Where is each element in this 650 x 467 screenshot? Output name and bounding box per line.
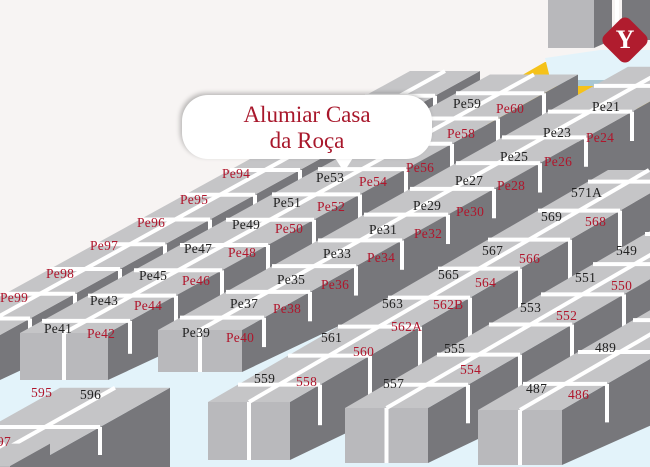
stall-label[interactable]: Pe39 bbox=[182, 325, 210, 340]
stall-label[interactable]: Pe50 bbox=[275, 221, 303, 236]
row-e-labels: 557 554 555 553 552 551 550 549 bbox=[383, 243, 637, 391]
stall-label[interactable]: Pe53 bbox=[316, 170, 344, 185]
aisle-line bbox=[385, 252, 650, 410]
stall-label[interactable]: Pe36 bbox=[321, 277, 349, 292]
stall-label[interactable]: Pe28 bbox=[497, 178, 525, 193]
stall-label[interactable]: Pe27 bbox=[455, 173, 483, 188]
stall-block-top bbox=[0, 387, 170, 455]
stall-label[interactable]: Pe51 bbox=[273, 195, 301, 210]
stall-label[interactable]: 565 bbox=[438, 267, 459, 282]
aisle-line bbox=[518, 332, 650, 412]
row-g-labels: 595 596 97 bbox=[0, 385, 101, 449]
stall-label[interactable]: Pe96 bbox=[137, 215, 165, 230]
title-line-2: da Roça bbox=[269, 128, 345, 153]
stall-label[interactable]: 550 bbox=[611, 278, 632, 293]
stall-label[interactable]: Pe45 bbox=[139, 268, 167, 283]
row-c-labels: Pe39 Pe40 Pe37 Pe38 Pe35 Pe36 Pe33 Pe34 … bbox=[182, 99, 620, 345]
stall-label[interactable]: Pe49 bbox=[232, 217, 260, 232]
stall-label[interactable]: Pe30 bbox=[456, 204, 484, 219]
stall-block-top bbox=[345, 231, 650, 408]
stall-label[interactable]: 564 bbox=[475, 275, 496, 290]
stall-block-top bbox=[0, 443, 50, 466]
stall-label[interactable]: 557 bbox=[383, 376, 404, 391]
stall-label[interactable]: Pe59 bbox=[453, 96, 481, 111]
stall-label[interactable]: Pe98 bbox=[46, 266, 74, 281]
row-a-labels: Pe99 Pe98 Pe97 Pe96 Pe95 Pe94 bbox=[0, 166, 250, 305]
title-line-1: Alumiar Casa bbox=[243, 102, 371, 127]
stall-block-side bbox=[10, 443, 50, 467]
stall-label[interactable]: Pe37 bbox=[230, 296, 258, 311]
stall-label[interactable]: 569 bbox=[541, 209, 562, 224]
stall-label[interactable]: 559 bbox=[254, 371, 275, 386]
stall-label[interactable]: 562B bbox=[433, 297, 463, 312]
stall-label[interactable]: Pe54 bbox=[359, 174, 387, 189]
logo-letter: Y bbox=[615, 25, 635, 54]
stall-label[interactable]: Pe23 bbox=[543, 125, 571, 140]
stall-label[interactable]: Pe38 bbox=[273, 301, 301, 316]
stall-label[interactable]: 567 bbox=[482, 243, 503, 258]
stall-label[interactable]: Pe25 bbox=[500, 149, 528, 164]
stall-label[interactable]: 596 bbox=[80, 387, 101, 402]
row-b-labels: Pe41 Pe42 Pe43 Pe44 Pe45 Pe46 Pe47 Pe48 … bbox=[44, 96, 524, 341]
stall-label[interactable]: 487 bbox=[526, 381, 547, 396]
stall-label[interactable]: 555 bbox=[444, 341, 465, 356]
stall-label[interactable]: 549 bbox=[616, 243, 637, 258]
stall-label[interactable]: Pe32 bbox=[414, 226, 442, 241]
stall-label[interactable]: Pe94 bbox=[222, 166, 250, 181]
stall-label[interactable]: 561 bbox=[321, 330, 342, 345]
stall-label[interactable]: Pe26 bbox=[544, 154, 572, 169]
stall-label[interactable]: Pe21 bbox=[592, 99, 620, 114]
stall-label[interactable]: 553 bbox=[520, 300, 541, 315]
stall-label[interactable]: 486 bbox=[568, 387, 589, 402]
stall-label[interactable]: 558 bbox=[296, 374, 317, 389]
stall-label[interactable]: Pe24 bbox=[586, 130, 614, 145]
stall-label[interactable]: Pe99 bbox=[0, 290, 28, 305]
row-d-labels: 559 558 561 560 563 562A 562B 565 564 56… bbox=[254, 185, 606, 389]
stall-label[interactable]: Pe33 bbox=[323, 246, 351, 261]
stall-label[interactable]: Pe44 bbox=[134, 298, 162, 313]
stall-label[interactable]: Pe40 bbox=[226, 330, 254, 345]
stall-label[interactable]: Pe95 bbox=[180, 192, 208, 207]
stall-label[interactable]: 595 bbox=[31, 385, 52, 400]
stall-label[interactable]: 489 bbox=[595, 340, 616, 355]
stall-label[interactable]: Pe58 bbox=[447, 126, 475, 141]
stall-label[interactable]: Pe97 bbox=[90, 238, 118, 253]
stall-label[interactable]: Pe41 bbox=[44, 321, 72, 336]
stall-label[interactable]: 97 bbox=[0, 434, 11, 449]
stall-block-top bbox=[478, 310, 650, 410]
stall-label[interactable]: Pe52 bbox=[317, 199, 345, 214]
stall-label[interactable]: 552 bbox=[556, 308, 577, 323]
stall-label[interactable]: Pe48 bbox=[228, 245, 256, 260]
stall-label[interactable]: Pe42 bbox=[87, 326, 115, 341]
stall-block-side bbox=[50, 387, 170, 467]
stall-label[interactable]: 571A bbox=[571, 185, 602, 200]
stall-label[interactable]: Pe43 bbox=[90, 293, 118, 308]
stall-label[interactable]: Pe60 bbox=[496, 101, 524, 116]
stall-label[interactable]: Pe29 bbox=[413, 198, 441, 213]
stall-label[interactable]: 568 bbox=[585, 214, 606, 229]
stall-label[interactable]: Pe34 bbox=[367, 250, 395, 265]
stall-label[interactable]: 566 bbox=[519, 251, 540, 266]
stall-label[interactable]: Pe46 bbox=[182, 273, 210, 288]
stall-label[interactable]: Pe35 bbox=[277, 272, 305, 287]
stall-block-top bbox=[208, 170, 650, 402]
stall-label[interactable]: 563 bbox=[382, 296, 403, 311]
stall-label[interactable]: 554 bbox=[460, 362, 481, 377]
stall-label[interactable]: 562A bbox=[391, 319, 422, 334]
upper-block bbox=[548, 0, 594, 48]
row-f-labels: 487 486 489 bbox=[526, 340, 616, 402]
stall-label[interactable]: 560 bbox=[353, 344, 374, 359]
stall-label[interactable]: Pe31 bbox=[369, 222, 397, 237]
stall-label[interactable]: Pe56 bbox=[406, 160, 434, 175]
stall-label[interactable]: Pe47 bbox=[184, 241, 212, 256]
title-bubble: Alumiar Casa da Roça bbox=[182, 95, 432, 159]
stall-label[interactable]: 551 bbox=[575, 270, 596, 285]
